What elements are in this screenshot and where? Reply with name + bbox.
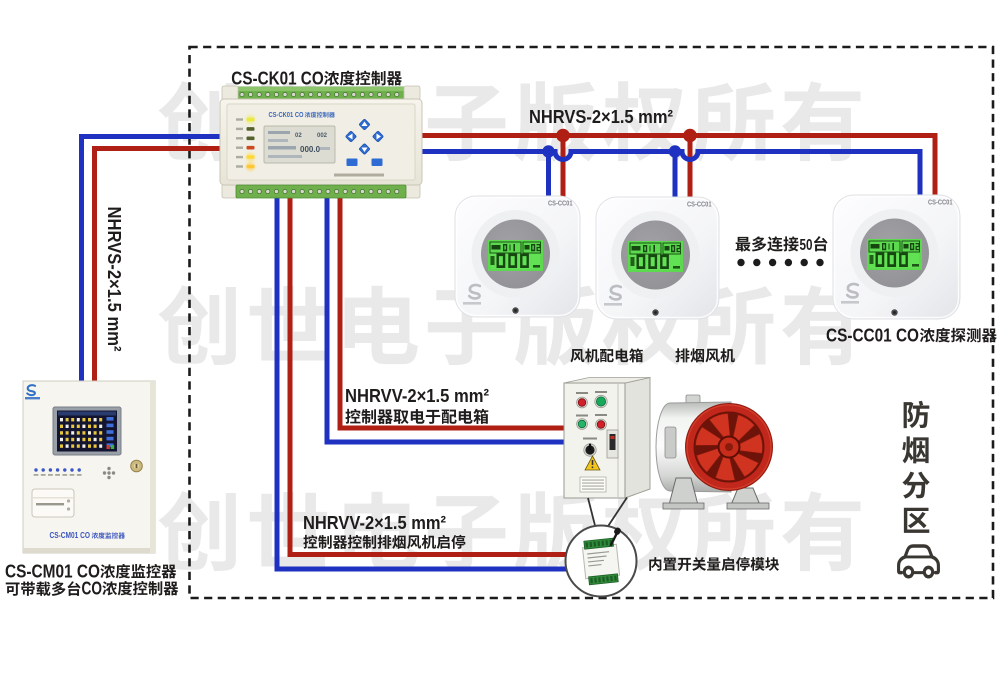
svg-text:CS-CC01: CS-CC01 [548,199,573,208]
svg-text:NHRVS-2×1.5 mm²: NHRVS-2×1.5 mm² [529,106,673,127]
svg-text:CO: CO [82,578,103,599]
svg-text:02: 02 [295,133,302,139]
svg-text:NHRVV-2×1.5 mm²: NHRVV-2×1.5 mm² [303,512,446,533]
svg-text:000.0: 000.0 [300,145,321,154]
svg-text:CS-CC01: CS-CC01 [687,200,712,209]
svg-text:CS-CC01: CS-CC01 [928,198,953,207]
svg-text:CS-CK01 CO: CS-CK01 CO [269,110,304,119]
svg-text:CS-CM01 CO: CS-CM01 CO [5,561,100,582]
svg-text:002: 002 [317,133,328,139]
svg-text:CS-CC01 CO: CS-CC01 CO [826,325,919,346]
svg-text:50: 50 [800,237,813,254]
svg-text:CS-CM01 CO: CS-CM01 CO [50,531,91,540]
svg-text:NHRVS-2×1.5 mm²: NHRVS-2×1.5 mm² [104,207,125,352]
svg-text:CS-CK01 CO: CS-CK01 CO [231,68,323,89]
svg-text:NHRVV-2×1.5 mm²: NHRVV-2×1.5 mm² [345,385,489,406]
